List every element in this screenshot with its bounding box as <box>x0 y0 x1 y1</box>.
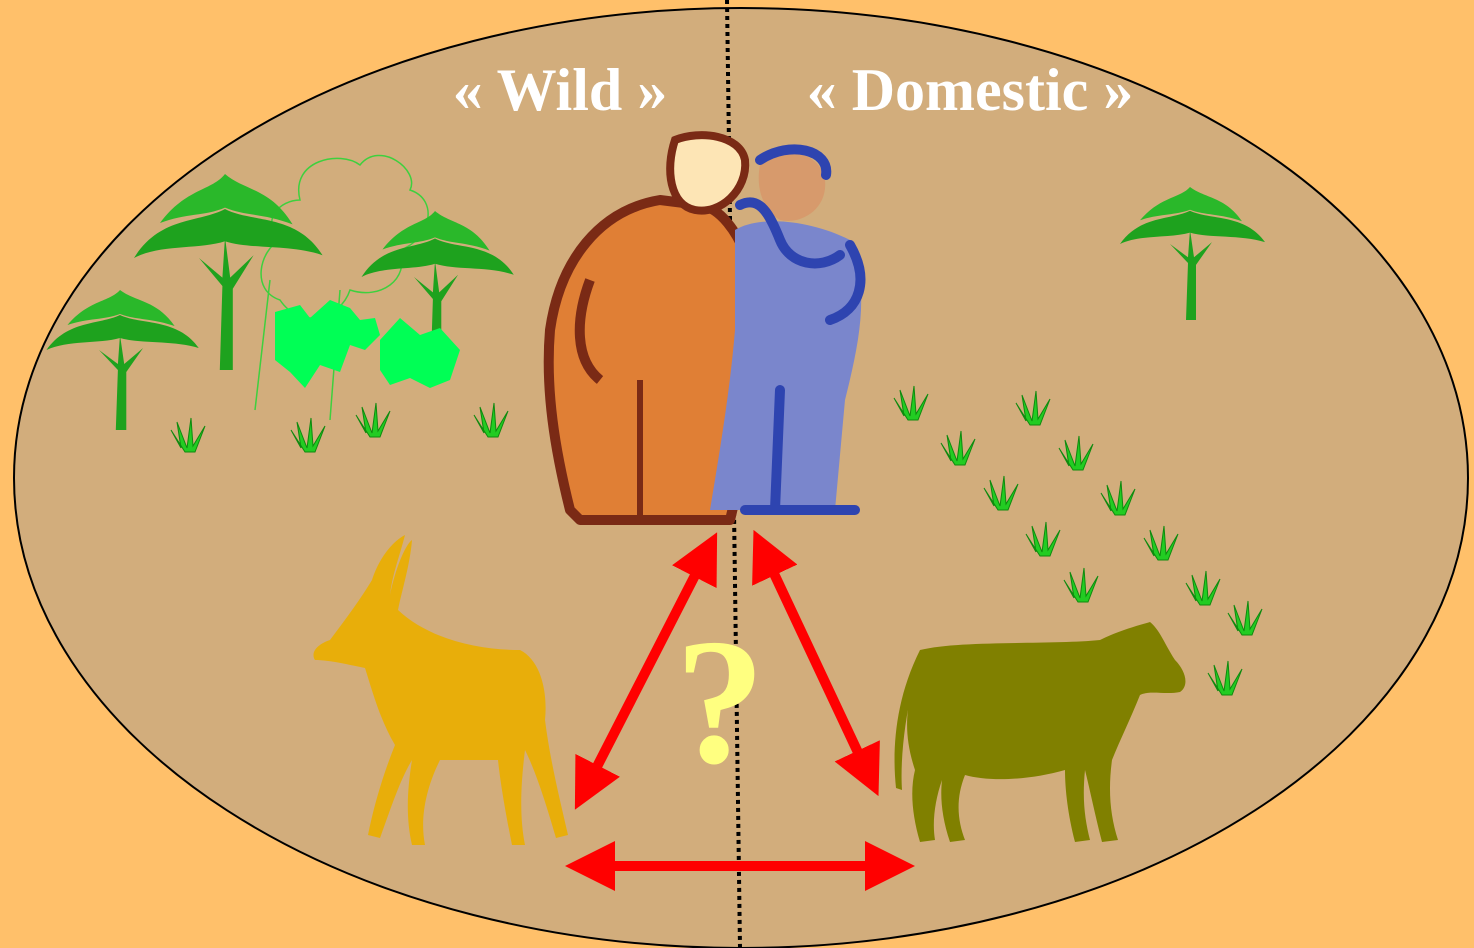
domestic-label: « Domestic » <box>807 57 1134 123</box>
wild-label: « Wild » <box>453 57 668 123</box>
question-mark: ? <box>675 602 765 801</box>
